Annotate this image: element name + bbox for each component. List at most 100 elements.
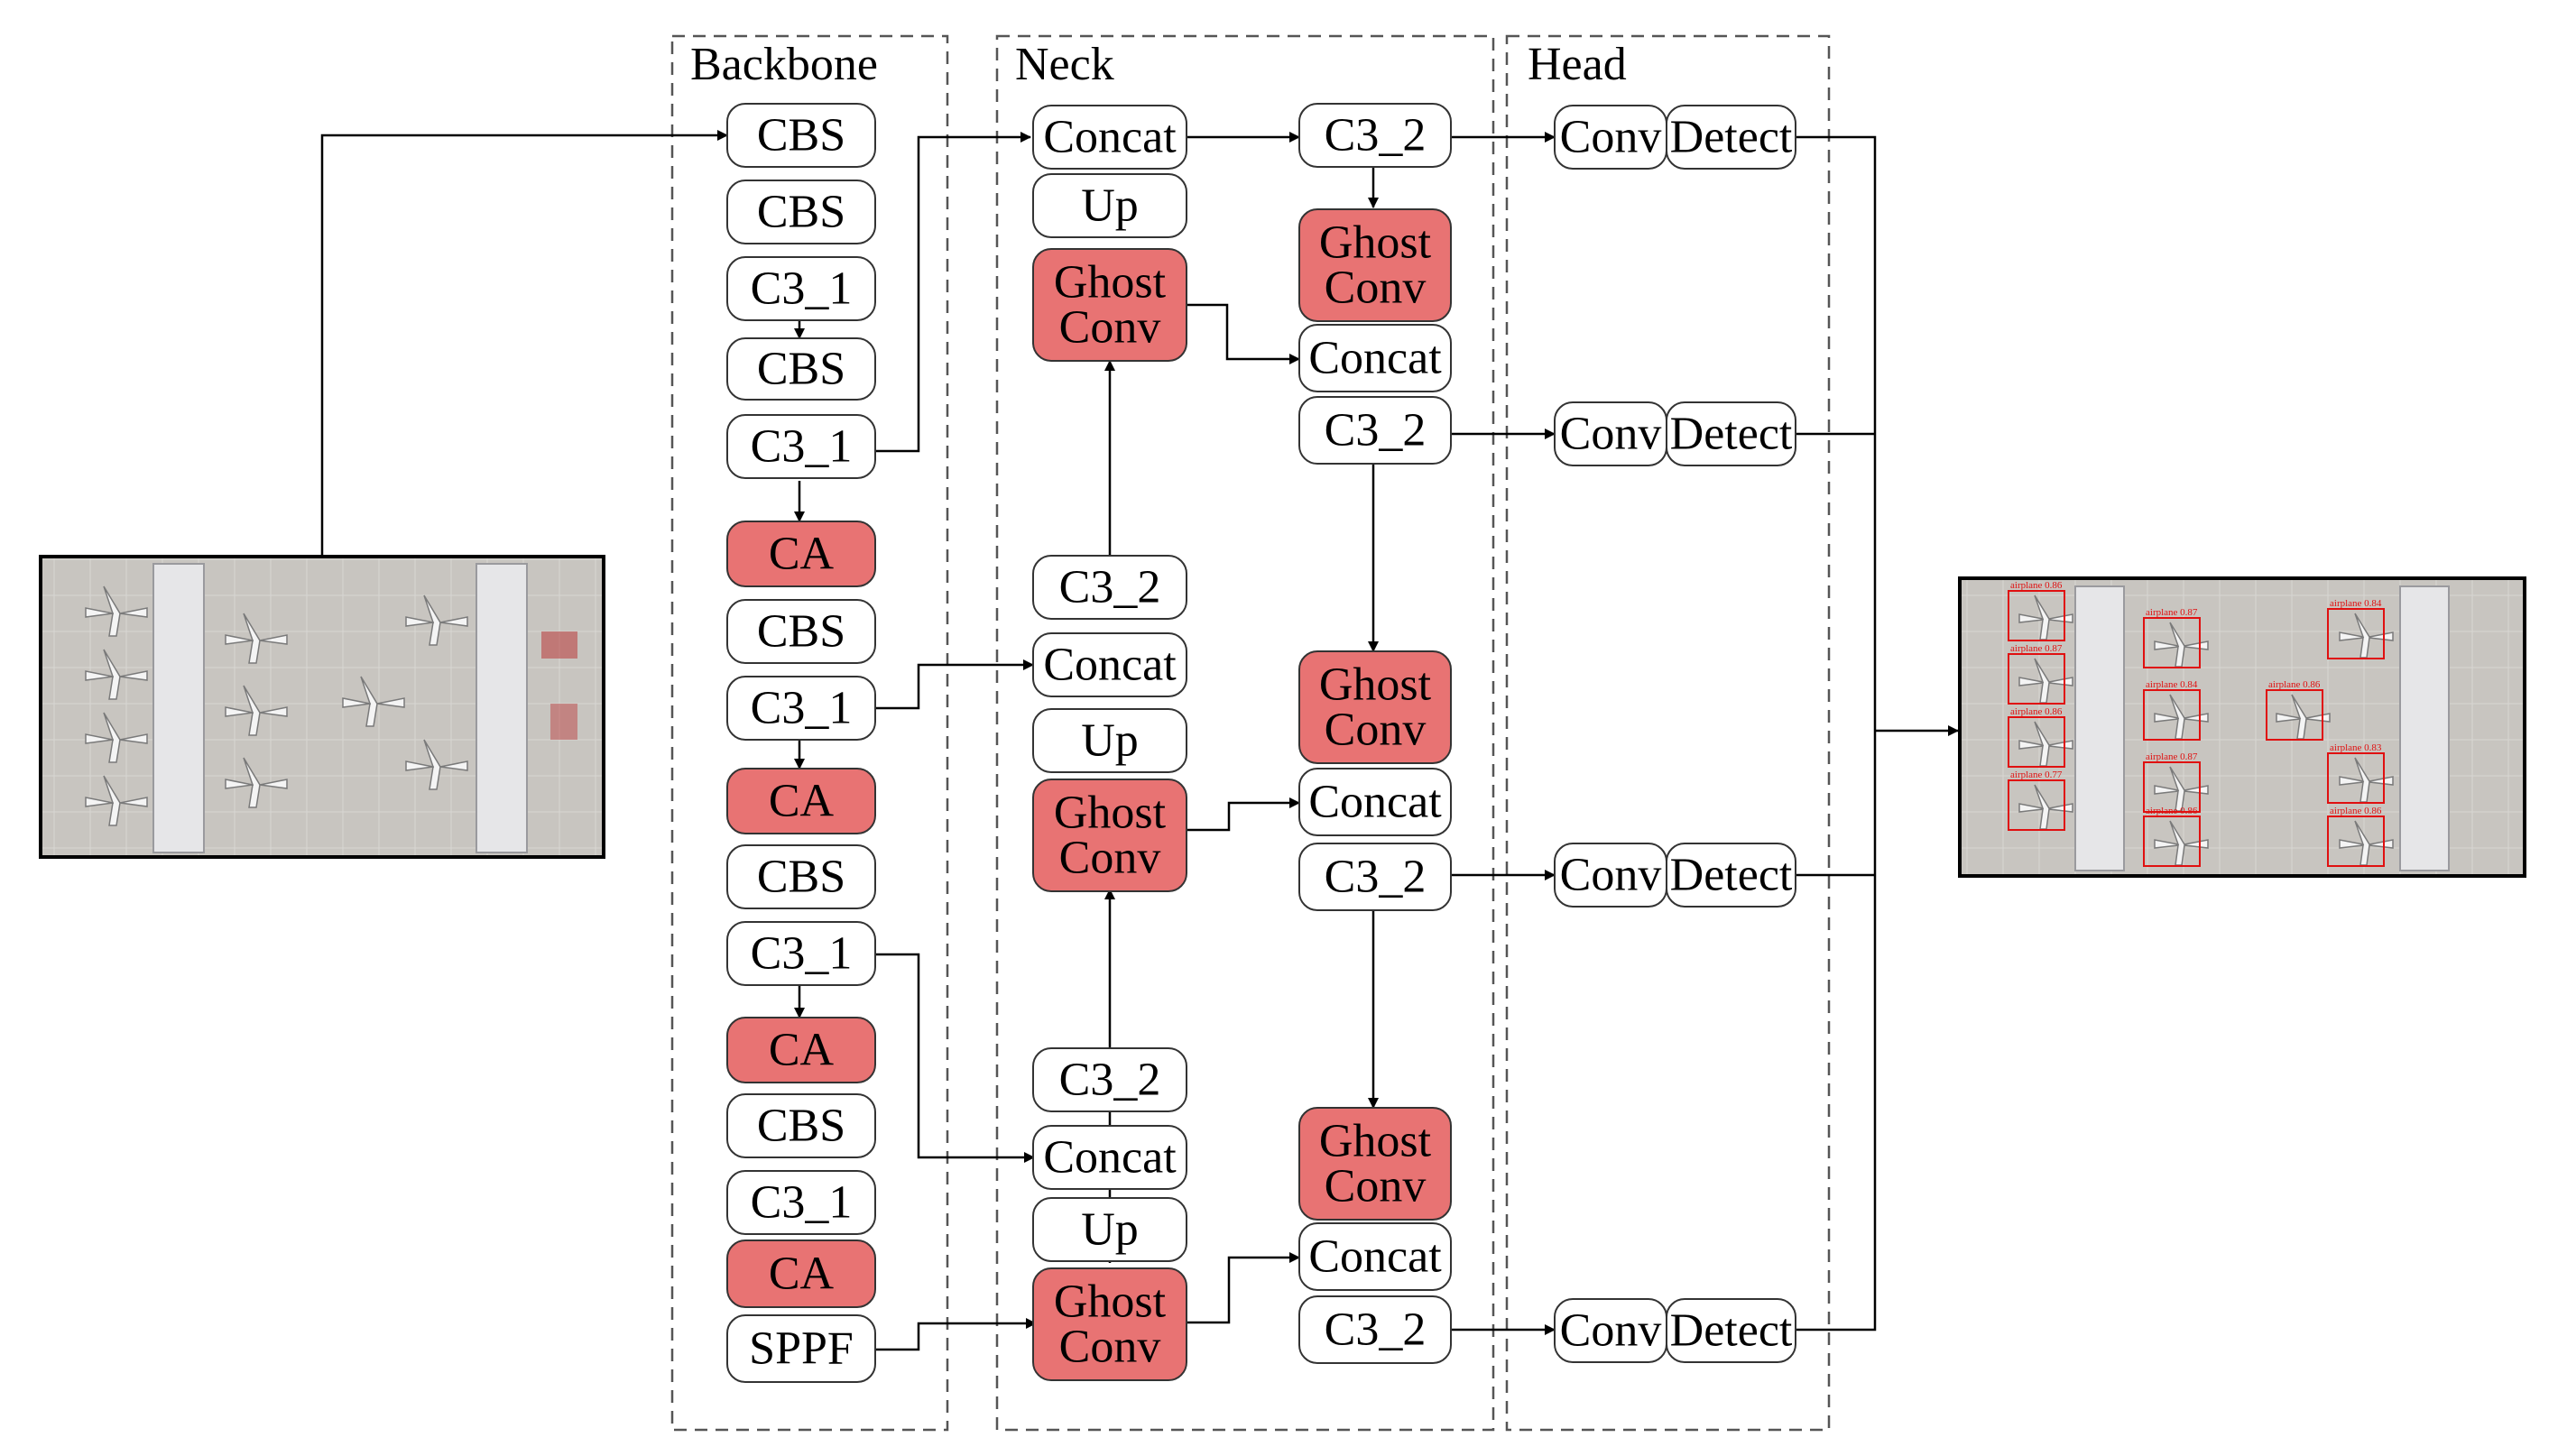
detection-label: airplane 0.83 (2330, 742, 2382, 753)
cbs-label: CBS (757, 852, 845, 903)
ca-label: CA (769, 1025, 835, 1076)
input-to-backbone-arrow (320, 130, 728, 557)
concat-block: Concat (1298, 324, 1452, 392)
c3-1-to-concat-arrow (873, 659, 1034, 710)
detect-block: Detect (1666, 105, 1796, 170)
c3-2-label: C3_2 (1325, 110, 1427, 161)
detection-box (2143, 617, 2201, 668)
c3-2-block: C3_2 (1298, 103, 1452, 168)
concat-label: Concat (1043, 1132, 1177, 1184)
conv-block: Conv (1554, 105, 1667, 170)
detection-box (2327, 816, 2385, 867)
ca-block: CA (726, 521, 876, 587)
detection-label: airplane 0.86 (2268, 679, 2321, 690)
detection-box (2008, 590, 2065, 641)
concat-block: Concat (1032, 632, 1187, 697)
input-image (39, 555, 605, 859)
head-title: Head (1528, 39, 1627, 90)
cbs-label: CBS (757, 110, 845, 161)
ghostconv-to-concat-arrow (1184, 303, 1300, 364)
cbs-label: CBS (757, 344, 845, 395)
c3-2-block: C3_2 (1032, 555, 1187, 620)
ghost-conv-label: Ghost (1319, 1116, 1432, 1167)
sppf-block: SPPF (726, 1314, 876, 1383)
c3-1-label: C3_1 (751, 421, 853, 473)
c3-1-to-concat-arrow (873, 953, 1035, 1163)
cbs-label: CBS (757, 606, 845, 658)
c3-2-label: C3_2 (1059, 1055, 1161, 1106)
c3-2-block: C3_2 (1298, 1295, 1452, 1364)
concat-block: Concat (1032, 1125, 1187, 1190)
c3-1-to-concat-arrow (873, 132, 1031, 453)
c3-2-block: C3_2 (1032, 1047, 1187, 1112)
connectors (320, 130, 1959, 1351)
c3-1-block: C3_1 (726, 414, 876, 479)
c3-1-label: C3_1 (751, 683, 853, 734)
ghost-conv-label: Ghost (1054, 257, 1167, 309)
c3-2-label: C3_2 (1325, 405, 1427, 456)
ghost-conv-label: Conv (1325, 705, 1427, 756)
cbs-block: CBS (726, 599, 876, 664)
conv-block: Conv (1554, 401, 1667, 466)
concat-label: Concat (1043, 112, 1177, 163)
concat-label: Concat (1308, 333, 1442, 384)
detection-label: airplane 0.86 (2146, 806, 2198, 816)
neck-section (995, 34, 1495, 1432)
ghost-conv-label: Conv (1059, 833, 1161, 884)
c3-2-label: C3_2 (1325, 1304, 1427, 1356)
output-image: airplane 0.86 airplane 0.87 airplane 0.86 a… (1958, 576, 2526, 878)
ghost-conv-label: Ghost (1319, 659, 1432, 711)
c3-2-label: C3_2 (1325, 852, 1427, 903)
concat-block: Concat (1298, 768, 1452, 836)
ghost-conv-label: Ghost (1054, 1276, 1167, 1328)
detect-label: Detect (1670, 409, 1793, 460)
ca-block: CA (726, 1017, 876, 1083)
detection-label: airplane 0.86 (2330, 806, 2382, 816)
ca-block: CA (726, 768, 876, 834)
up-block: Up (1032, 1197, 1187, 1262)
detect-label: Detect (1670, 1305, 1793, 1357)
ca-label: CA (769, 529, 835, 580)
ca-label: CA (769, 776, 835, 827)
concat-label: Concat (1308, 777, 1442, 828)
concat-block: Concat (1032, 105, 1187, 170)
conv-block: Conv (1554, 1298, 1667, 1363)
neck-title: Neck (1015, 39, 1114, 90)
ghost-conv-label: Conv (1059, 1322, 1161, 1373)
detection-label: airplane 0.84 (2330, 598, 2382, 609)
c3-1-label: C3_1 (751, 928, 853, 980)
up-label: Up (1081, 180, 1139, 232)
detect-label: Detect (1670, 850, 1793, 901)
detect-label: Detect (1670, 112, 1793, 163)
c3-1-block: C3_1 (726, 676, 876, 741)
c3-1-block: C3_1 (726, 256, 876, 321)
conv-label: Conv (1560, 1305, 1662, 1357)
cbs-block: CBS (726, 180, 876, 244)
detection-box (2143, 689, 2201, 741)
detect-merge-line (1796, 135, 1877, 1332)
head-section (1505, 34, 1831, 1432)
sppf-to-ghostconv-arrow (873, 1318, 1037, 1351)
ghost-conv-label: Conv (1325, 1161, 1427, 1212)
detection-label: airplane 0.87 (2146, 607, 2198, 618)
detection-label: airplane 0.87 (2010, 643, 2063, 654)
ghost-conv-label: Conv (1325, 263, 1427, 314)
detection-label: airplane 0.77 (2010, 769, 2063, 780)
cbs-block: CBS (726, 103, 876, 168)
conv-label: Conv (1560, 409, 1662, 460)
c3-1-block: C3_1 (726, 921, 876, 986)
concat-label: Concat (1308, 1231, 1442, 1283)
detection-box (2143, 761, 2201, 813)
up-label: Up (1081, 715, 1139, 767)
detect-block: Detect (1666, 843, 1796, 908)
detection-label: airplane 0.84 (2146, 679, 2198, 690)
ghost-conv-label: Ghost (1319, 217, 1432, 269)
c3-1-block: C3_1 (726, 1170, 876, 1235)
up-block: Up (1032, 708, 1187, 773)
